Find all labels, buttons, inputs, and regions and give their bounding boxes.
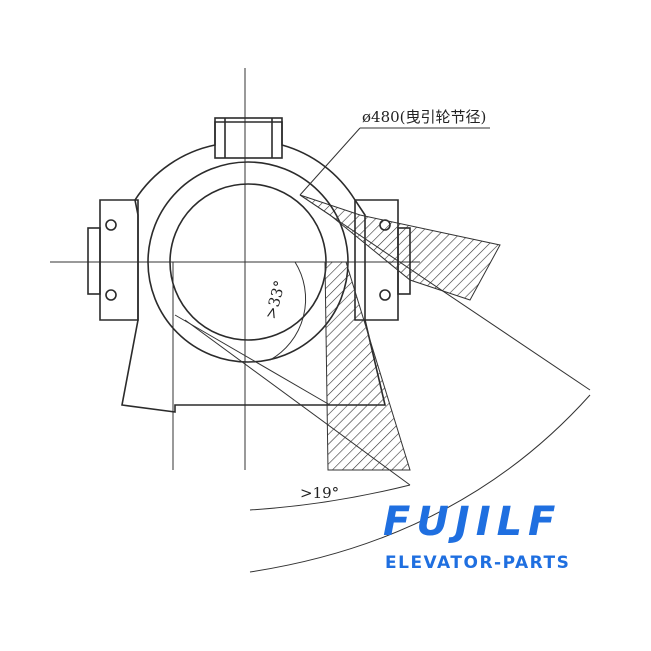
hatched-rope-region-lower <box>324 261 411 471</box>
angle-label-19: >19° <box>300 484 339 502</box>
brand-tagline: ELEVATOR-PARTS <box>385 553 570 573</box>
right-bearing-block <box>354 199 399 321</box>
angle-arc-19 <box>249 484 411 511</box>
left-bolt-top <box>105 219 117 231</box>
left-bearing-cap <box>87 227 101 295</box>
angle-arc-33 <box>269 261 307 361</box>
diameter-label: ø480(曳引轮节径) <box>362 108 486 126</box>
angle-arc-outer <box>249 394 591 573</box>
rope-line-diagonal <box>174 314 331 406</box>
outer-drum <box>147 161 349 363</box>
diameter-leader <box>299 127 361 196</box>
top-flange <box>214 117 283 159</box>
brand-logo: FUJILF <box>383 499 561 545</box>
rope-line-lower <box>184 319 411 486</box>
left-bolt-bottom <box>105 289 117 301</box>
right-bolt-bottom <box>379 289 391 301</box>
left-bearing-block <box>99 199 139 321</box>
angle-label-33: >33° <box>261 279 289 321</box>
rope-line-upper <box>299 194 591 391</box>
